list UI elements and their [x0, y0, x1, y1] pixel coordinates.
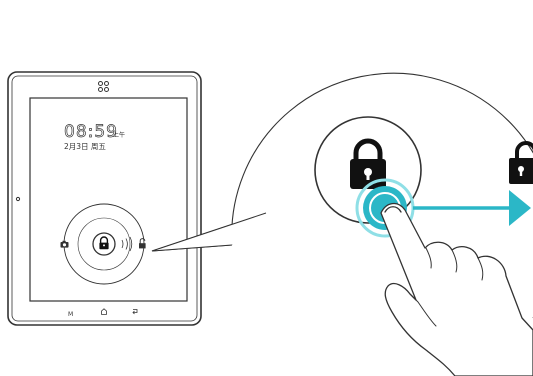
clock-time: 08:59	[64, 122, 118, 142]
zoom-callout	[152, 73, 533, 376]
menu-button[interactable]: M	[68, 311, 73, 318]
center-lock-handle[interactable]	[93, 233, 115, 255]
lockscreen-date: 2月3日 周五	[64, 142, 106, 151]
tablet-device: 08:59 上午 2月3日 周五	[8, 72, 201, 325]
clock-ampm: 上午	[113, 131, 125, 139]
